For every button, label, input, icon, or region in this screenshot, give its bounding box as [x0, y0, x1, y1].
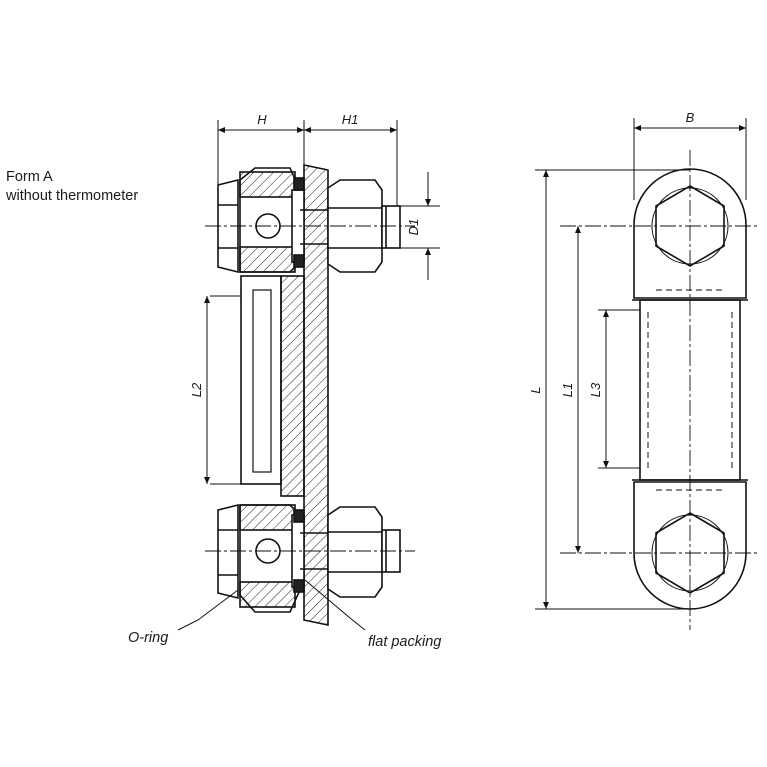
- oring-label: O-ring: [128, 630, 168, 646]
- mounting-plate: [303, 164, 329, 626]
- front-view: [535, 118, 760, 630]
- dim-l3: L3: [588, 382, 603, 397]
- dim-b: B: [686, 110, 695, 125]
- section-view: [177, 120, 440, 631]
- form-title: Form A: [6, 169, 53, 185]
- form-caption: Form A without thermometer: [6, 168, 138, 206]
- form-subtitle: without thermometer: [6, 188, 139, 204]
- front-dimensions: [535, 118, 747, 610]
- dim-l1: L1: [560, 383, 575, 397]
- callout-leaders: [177, 579, 366, 631]
- glass-gasket: [280, 275, 305, 497]
- dim-d1: D1: [406, 219, 421, 236]
- flat-packing-label: flat packing: [368, 634, 441, 650]
- dim-h1: H1: [342, 112, 359, 127]
- lower-head: [217, 503, 305, 613]
- glass-inner: [252, 289, 272, 473]
- center-lines: [205, 225, 415, 552]
- dim-l2: L2: [189, 382, 204, 397]
- dim-h: H: [257, 112, 267, 127]
- section-dimensions: [204, 120, 440, 484]
- upper-head: [217, 167, 305, 274]
- dim-l: L: [528, 386, 543, 393]
